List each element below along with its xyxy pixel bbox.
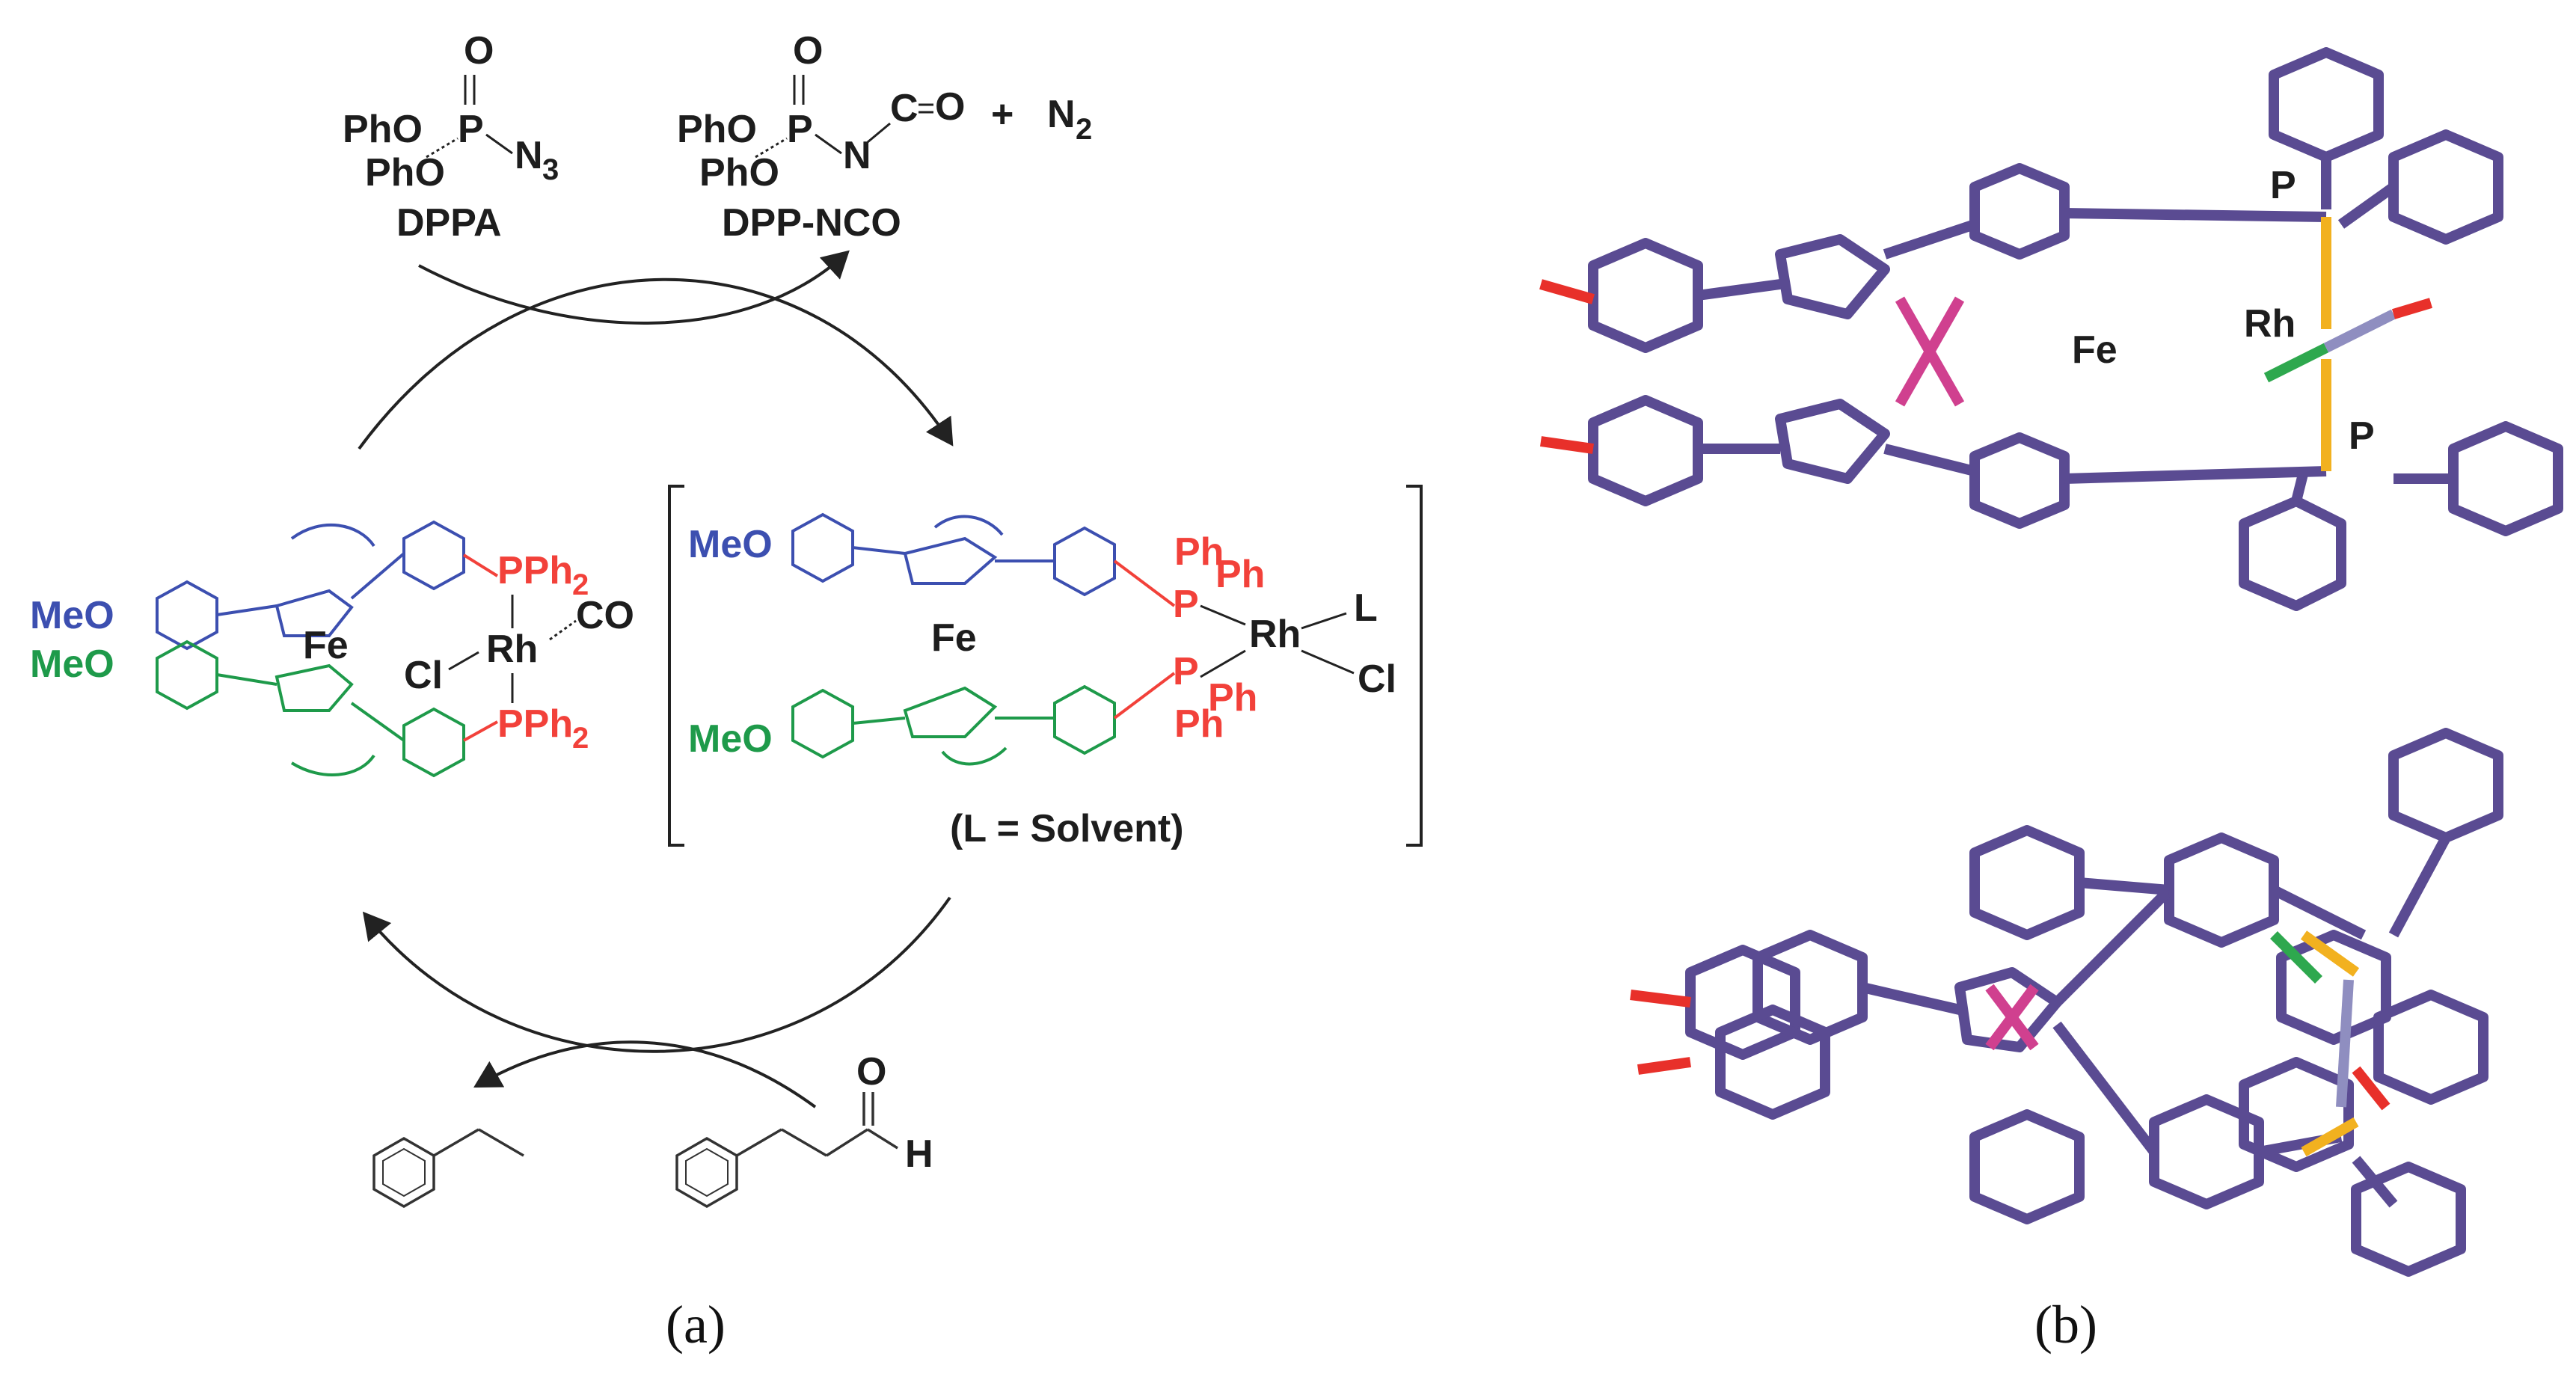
- crystal-metal-bonds-top: [1539, 208, 2433, 484]
- svg-text:P: P: [1173, 583, 1199, 626]
- svg-text:Ph: Ph: [1208, 676, 1257, 720]
- svg-text:MeO: MeO: [688, 717, 773, 761]
- svg-text:PhO: PhO: [699, 151, 779, 194]
- panel-b-caption: (b): [2034, 1295, 2097, 1355]
- svg-text:PhO: PhO: [365, 151, 445, 194]
- svg-text:Rh: Rh: [486, 628, 538, 671]
- svg-text:MeO: MeO: [30, 594, 114, 637]
- svg-text:Rh: Rh: [1249, 613, 1301, 656]
- hydrocinnamaldehyde-substrate: O H: [675, 1050, 933, 1209]
- svg-text:N: N: [843, 134, 871, 177]
- svg-text:MeO: MeO: [688, 523, 773, 566]
- svg-text:O: O: [793, 29, 823, 73]
- svg-text:DPPA: DPPA: [396, 201, 502, 245]
- svg-text:Rh: Rh: [2244, 302, 2296, 346]
- svg-text:P: P: [2270, 164, 2296, 207]
- left-rh-complex: MeO MeO Fe PPh 2 PPh 2 Rh CO Cl: [30, 520, 634, 778]
- dppa-structure: O P PhO PhO N 3 DPPA: [343, 29, 559, 245]
- right-rh-complex: MeO Fe MeO Ph Ph P Rh L Cl P Ph Ph (L = …: [668, 485, 1423, 850]
- svg-text:DPP-NCO: DPP-NCO: [722, 201, 901, 245]
- svg-text:O: O: [856, 1050, 886, 1094]
- svg-text:2: 2: [1076, 113, 1092, 146]
- svg-text:O: O: [935, 85, 965, 129]
- svg-text:C: C: [890, 87, 919, 130]
- svg-text:PhO: PhO: [677, 108, 757, 151]
- svg-text:CO: CO: [576, 594, 634, 637]
- svg-text:P: P: [1173, 650, 1199, 693]
- svg-text:Ph: Ph: [1174, 702, 1224, 746]
- svg-text:O: O: [464, 29, 494, 73]
- svg-text:PhO: PhO: [343, 108, 423, 151]
- svg-text:PPh: PPh: [497, 549, 573, 592]
- svg-text:Ph: Ph: [1215, 553, 1265, 596]
- upper-cycle-arc: [358, 277, 954, 450]
- svg-text:N: N: [515, 134, 543, 177]
- lower-cycle-arc: [362, 896, 951, 1053]
- product-out-arc: [473, 1040, 817, 1108]
- svg-text:Fe: Fe: [2072, 328, 2117, 372]
- right-bracket: [1406, 485, 1423, 847]
- svg-text:3: 3: [542, 153, 559, 186]
- crystal-metal-bonds-bottom: [1630, 930, 2391, 1157]
- svg-text:Cl: Cl: [404, 654, 443, 697]
- panel-a-caption: (a): [666, 1295, 726, 1355]
- svg-text:P: P: [2349, 414, 2375, 458]
- ethylbenzene-product: [372, 1128, 524, 1209]
- svg-text:P: P: [787, 108, 813, 151]
- crystal-structure-top: [1588, 47, 2563, 611]
- svg-text:Fe: Fe: [931, 616, 977, 660]
- svg-text:P: P: [458, 108, 484, 151]
- svg-text:L: L: [1354, 586, 1378, 630]
- cycle-arrows: [358, 250, 954, 1108]
- svg-text:H: H: [905, 1132, 933, 1176]
- svg-text:(L = Solvent): (L = Solvent): [950, 807, 1184, 850]
- svg-text:2: 2: [572, 722, 589, 755]
- svg-text:2: 2: [572, 568, 589, 601]
- svg-text:N: N: [1047, 93, 1076, 136]
- svg-text:Ph: Ph: [1174, 530, 1224, 574]
- left-bracket: [668, 485, 684, 847]
- svg-text:MeO: MeO: [30, 643, 114, 686]
- svg-text:+: +: [991, 93, 1013, 136]
- svg-text:Fe: Fe: [303, 624, 349, 667]
- crystal-structure-bottom: [1685, 728, 2503, 1277]
- svg-text:Cl: Cl: [1358, 657, 1396, 701]
- svg-text:PPh: PPh: [497, 702, 573, 746]
- dpp-nco-structure: O P PhO PhO N C O + N 2 DPP-NCO: [677, 29, 1092, 245]
- reagent-in-arc: [418, 250, 850, 325]
